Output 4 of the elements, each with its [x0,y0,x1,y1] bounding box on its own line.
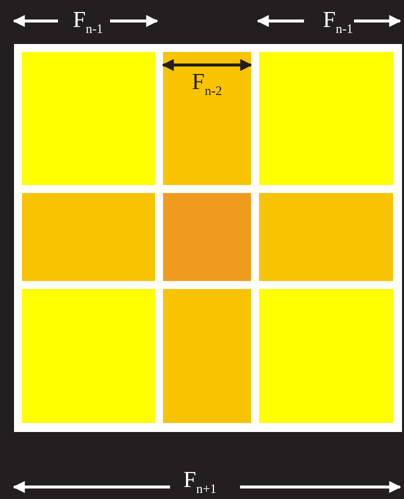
dimension-label: F$_{n+1}$ [183,468,217,495]
dimension-label: F$_{n-2}$ [192,70,222,97]
dimension-label: F$_{n-1}$ [322,8,354,35]
dimension-label: F$_{n-1}$ [72,8,104,35]
